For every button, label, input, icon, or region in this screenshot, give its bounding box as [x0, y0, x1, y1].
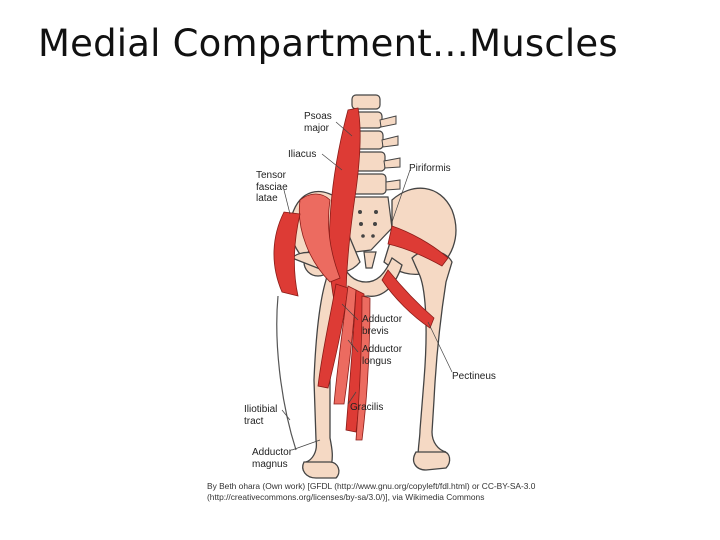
label-iliotibial-tract: Iliotibial tract [244, 404, 278, 427]
iliacus-muscle [298, 193, 341, 283]
gracilis-muscle [355, 295, 371, 441]
slide-title: Medial Compartment…Muscles [38, 22, 618, 65]
label-adductor-brevis: Adductor brevis [362, 314, 403, 337]
piriformis-muscle [387, 225, 449, 267]
muscles [273, 107, 449, 441]
label-adductor-magnus: Adductor magnus [252, 447, 293, 470]
leader-lines [281, 121, 453, 451]
label-gracilis: Gracilis [350, 402, 384, 413]
label-psoas-major: Psoas major [304, 111, 332, 134]
label-tensor-fasciae-latae: Tensor fasciae latae [256, 170, 288, 204]
label-iliacus: Iliacus [288, 149, 317, 160]
tensor-fasciae-latae-muscle [273, 211, 301, 297]
label-pectineus: Pectineus [452, 371, 496, 382]
pectineus-muscle [381, 269, 435, 329]
image-credit-caption: By Beth ohara (Own work) [GFDL (http://w… [207, 481, 536, 502]
iliotibial-tract [276, 295, 297, 451]
sacral-foramina [358, 210, 378, 238]
spine-processes [379, 115, 401, 191]
label-piriformis: Piriformis [409, 163, 451, 174]
label-adductor-longus: Adductor longus [362, 344, 403, 367]
